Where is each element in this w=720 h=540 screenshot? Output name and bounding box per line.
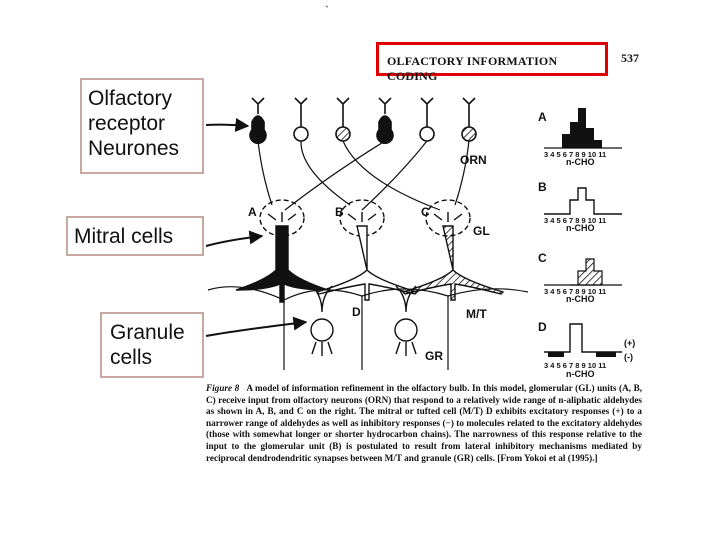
granule-pointer-arrow xyxy=(205,316,308,337)
figure-caption-text: A model of information refinement in the… xyxy=(206,383,642,463)
glom-label-c: C xyxy=(421,205,430,219)
hist-d-axis-label: n-CHO xyxy=(566,369,595,379)
hist-b-label: B xyxy=(538,180,547,194)
lateral-dendrites xyxy=(207,286,529,370)
figure-caption: Figure 8 A model of information refineme… xyxy=(206,383,642,464)
glomerulus-b xyxy=(339,199,385,237)
hist-d-minus-label: (-) xyxy=(624,352,633,362)
gl-text-label: GL xyxy=(473,224,490,238)
hist-d-inhibitory-left xyxy=(548,352,564,357)
orn-label-line-1: Olfactory xyxy=(88,87,173,110)
granule-label-line-2: cells xyxy=(110,346,153,369)
orn-cilia xyxy=(251,97,476,114)
granule-cells xyxy=(310,285,418,356)
orn-cell-bodies xyxy=(249,114,477,145)
hist-d-label: D xyxy=(538,320,547,334)
hist-d-ticks: 3 4 5 6 7 8 9 10 11 xyxy=(544,361,606,370)
granule-label-line-1: Granule xyxy=(110,321,185,344)
hist-d-inhibitory-right xyxy=(596,352,616,357)
scan-mark: ` xyxy=(325,3,329,17)
granule-cell-1 xyxy=(310,318,334,342)
orn-text-label: ORN xyxy=(460,153,487,167)
figure-label: Figure 8 xyxy=(206,383,240,393)
glomerulus-a xyxy=(259,199,305,237)
mitral-cell-c xyxy=(401,212,505,301)
mitral-cells-label: Mitral cells xyxy=(66,216,204,256)
hist-a-ticks: 3 4 5 6 7 8 9 10 11 xyxy=(544,150,606,159)
hist-b-bars xyxy=(544,187,622,215)
label-arrows xyxy=(205,117,308,337)
mitral-pointer-arrow xyxy=(205,230,264,247)
granule-processes xyxy=(311,341,417,356)
hist-a-bars xyxy=(550,108,602,148)
mitral-cell-a xyxy=(235,212,329,303)
mitral-cells xyxy=(235,212,505,303)
gr-text-label: GR xyxy=(425,349,443,363)
glom-label-b: B xyxy=(335,205,344,219)
glom-label-a: A xyxy=(248,205,257,219)
glomeruli xyxy=(259,199,471,237)
mitral-cell-b xyxy=(315,212,419,301)
hist-a-axis-label: n-CHO xyxy=(566,157,595,167)
histogram-panels: A 3 4 5 6 7 8 9 10 11 n-CHO B 3 4 5 6 7 … xyxy=(538,108,635,379)
hist-c-ticks: 3 4 5 6 7 8 9 10 11 xyxy=(544,287,606,296)
hist-c-bars xyxy=(570,258,603,286)
olfactory-receptor-neurones-label: Olfactory receptor Neurones xyxy=(80,78,204,174)
page-header-title: OLFACTORY INFORMATION CODING xyxy=(376,42,608,83)
orn-axons xyxy=(257,140,470,211)
hist-c-label: C xyxy=(538,251,547,265)
granule-dendrites xyxy=(311,285,417,313)
hist-b-axis-label: n-CHO xyxy=(566,223,595,233)
orn-label-line-2: receptor xyxy=(88,112,166,135)
hist-d-bars xyxy=(544,323,622,353)
hist-b-ticks: 3 4 5 6 7 8 9 10 11 xyxy=(544,216,606,225)
mt-text-label: M/T xyxy=(466,307,487,321)
orn-pointer-arrow xyxy=(205,117,250,132)
hist-d-plus-label: (+) xyxy=(624,338,635,348)
d-text-label: D xyxy=(352,305,361,319)
granule-cells-label: Granule cells xyxy=(100,312,204,378)
hist-c-axis-label: n-CHO xyxy=(566,294,595,304)
orn-label-line-3: Neurones xyxy=(88,137,180,160)
orn-row xyxy=(249,97,477,211)
page-number: 537 xyxy=(621,51,639,65)
hist-a-label: A xyxy=(538,110,547,124)
glomerulus-c xyxy=(425,199,471,237)
granule-cell-2 xyxy=(394,318,418,342)
